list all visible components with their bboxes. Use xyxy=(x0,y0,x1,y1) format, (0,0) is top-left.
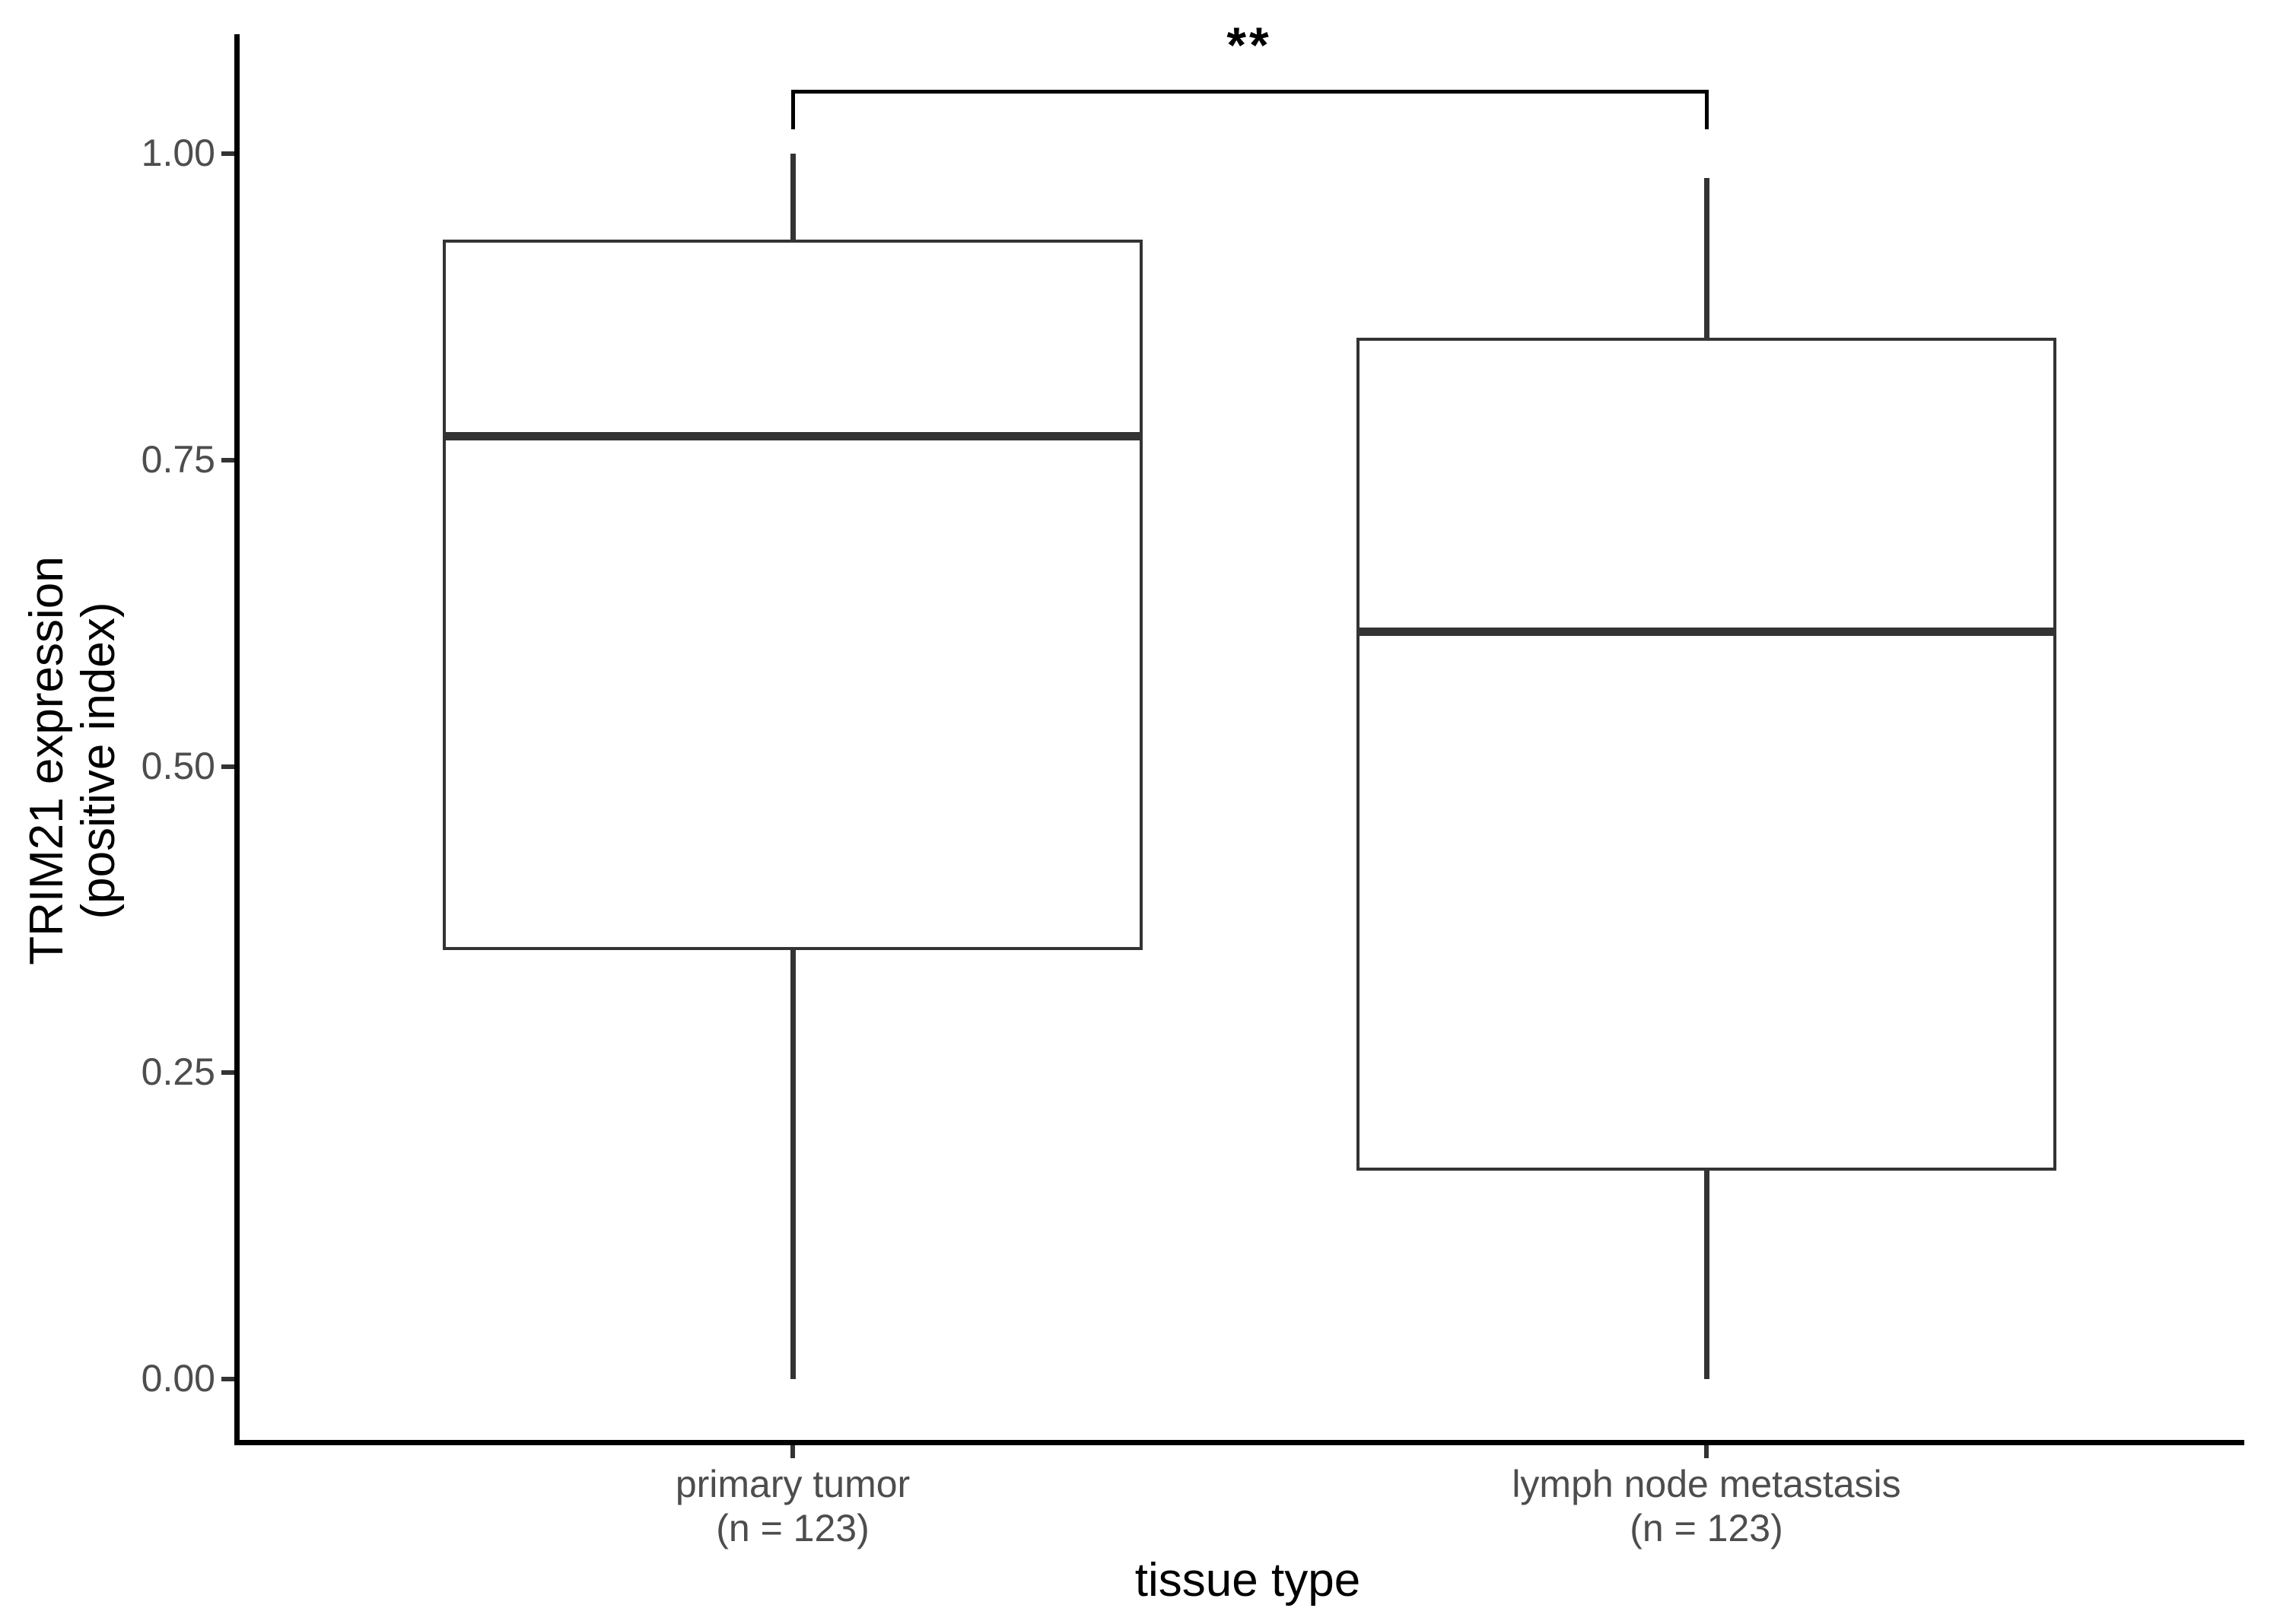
x-tick-label-line: (n = 123) xyxy=(1630,1507,1783,1549)
y-tick-mark xyxy=(221,458,234,462)
lower-whisker xyxy=(790,950,796,1379)
x-tick-mark xyxy=(1704,1445,1709,1458)
box-iqr xyxy=(1356,338,2056,1171)
y-tick-label: 1.00 xyxy=(141,132,215,174)
y-tick-label: 0.00 xyxy=(141,1357,215,1400)
significance-stars: ** xyxy=(1226,17,1272,73)
median-line xyxy=(1356,628,2056,636)
y-tick-label: 0.50 xyxy=(141,745,215,787)
y-axis-line xyxy=(234,34,240,1443)
y-tick-label: 0.75 xyxy=(141,438,215,481)
upper-whisker xyxy=(790,154,796,240)
x-tick-mark xyxy=(790,1445,795,1458)
upper-whisker xyxy=(1704,178,1709,338)
x-tick-label-line: (n = 123) xyxy=(716,1507,870,1549)
x-tick-label: primary tumor(n = 123) xyxy=(488,1462,1097,1550)
y-tick-mark xyxy=(221,1070,234,1075)
significance-bracket xyxy=(791,90,1709,129)
x-tick-label-line: primary tumor xyxy=(675,1463,911,1505)
x-axis-title: tissue type xyxy=(1134,1554,1361,1607)
y-tick-mark xyxy=(221,1377,234,1381)
lower-whisker xyxy=(1704,1171,1709,1379)
x-tick-label-line: lymph node metastasis xyxy=(1512,1463,1901,1505)
median-line xyxy=(443,432,1143,440)
y-tick-mark xyxy=(221,764,234,769)
y-tick-label: 0.25 xyxy=(141,1050,215,1093)
box-iqr xyxy=(443,240,1143,950)
x-tick-label: lymph node metastasis(n = 123) xyxy=(1402,1462,2011,1550)
y-tick-mark xyxy=(221,151,234,156)
x-axis-line xyxy=(234,1440,2244,1445)
